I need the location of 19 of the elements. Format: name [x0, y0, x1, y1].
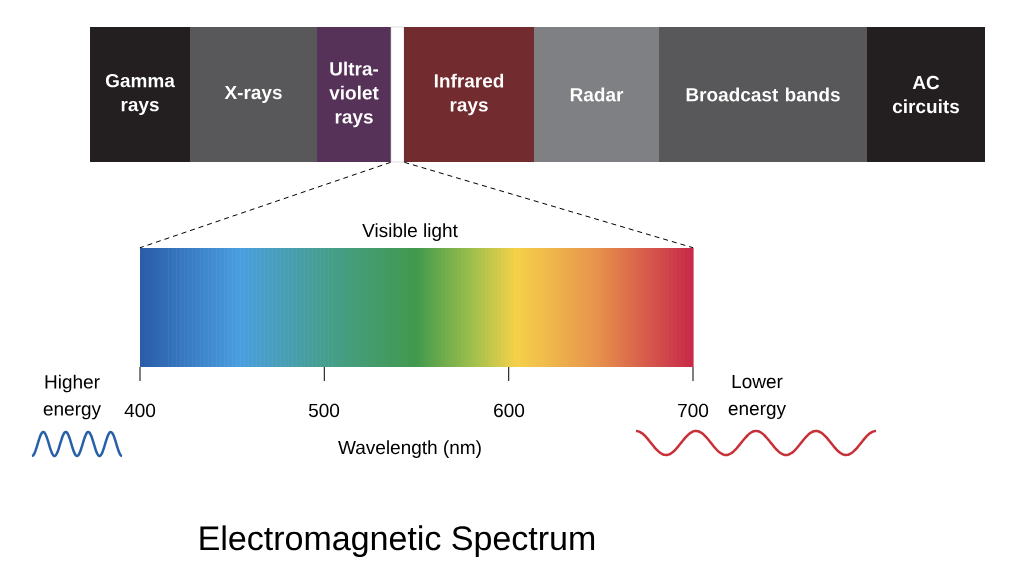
dashed-line	[139, 161, 392, 249]
bar-heading: Visible light	[362, 223, 458, 241]
visible-band-slot	[390, 26, 405, 163]
tick-label: 600	[494, 403, 525, 418]
axis-label: Wavelength (nm)	[338, 440, 481, 458]
tick-label: 400	[124, 403, 156, 418]
spectrum-band: Ultra-violet rays	[317, 27, 391, 162]
tick-label: 500	[308, 403, 340, 418]
spectrum-band: Radar	[534, 27, 659, 162]
dashed-line	[403, 161, 694, 249]
energy-label: Lower energy	[728, 375, 786, 419]
spectrum-band: X-rays	[190, 27, 317, 162]
spectrum-band: AC circuits	[867, 27, 985, 162]
spectrum-band: Broadcast bands	[659, 27, 867, 162]
tick-label: 700	[678, 403, 709, 418]
spectrum-band: Gamma rays	[90, 27, 190, 162]
energy-label: Higher energy	[43, 374, 101, 420]
spectrum-band: Infrared rays	[404, 27, 534, 162]
title: Electromagnetic Spectrum	[200, 525, 595, 558]
